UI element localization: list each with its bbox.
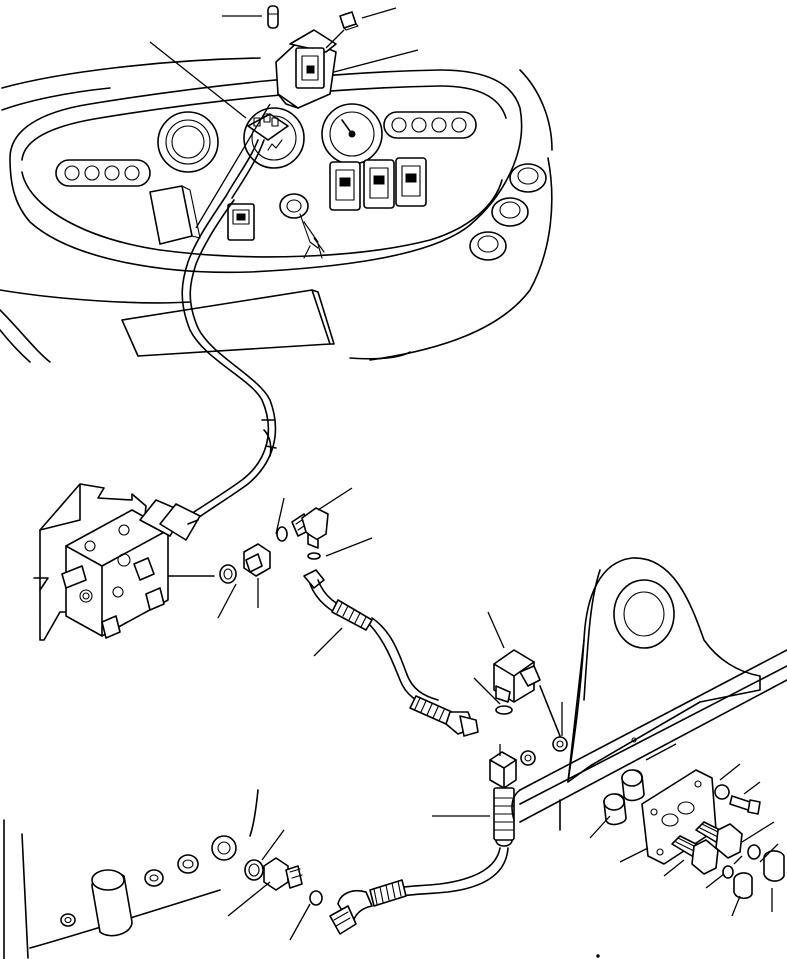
valve-block [34, 484, 214, 640]
adapter-a [244, 544, 270, 576]
plug-1 [61, 914, 75, 926]
bulkhead-connector-upper [696, 822, 784, 881]
bolt [715, 785, 760, 814]
elbow-fitting-a [292, 508, 328, 548]
lower-fittings [245, 858, 322, 905]
indicator-strip-left [56, 160, 150, 186]
instrument-panel [0, 58, 552, 362]
o-ring-h [310, 891, 322, 905]
side-push-buttons [470, 164, 546, 260]
o-ring-e [521, 751, 535, 765]
adapter-b [264, 858, 302, 890]
hose-upper [304, 570, 478, 736]
plug-2 [145, 870, 163, 886]
o-ring-a [220, 565, 236, 583]
gauge-left [158, 112, 218, 172]
o-ring-b [277, 527, 287, 541]
rocker-switch [276, 30, 336, 108]
elbow-fitting-b [494, 650, 540, 702]
lamp-bulb [268, 6, 278, 28]
dash-rocker-switch [228, 204, 254, 240]
vertical-adapter [490, 752, 516, 846]
elbow-guide-line [540, 686, 560, 736]
filler-cap [92, 870, 132, 936]
key-switch [280, 194, 324, 258]
o-ring-g [245, 860, 263, 880]
wire-connector [226, 114, 288, 198]
hour-meter [150, 186, 200, 244]
port-boss [212, 836, 236, 860]
lens-cap [340, 12, 358, 30]
wire-harness [176, 196, 276, 528]
hose-lower [330, 848, 508, 934]
rocker-switch-bank [330, 158, 426, 210]
tank-panel [4, 790, 258, 959]
frame-bracket [512, 558, 787, 830]
indicator-strip-right [384, 112, 476, 138]
o-ring-d [496, 706, 512, 714]
upper-fittings [220, 508, 328, 583]
gauge-right [322, 104, 382, 164]
o-ring-f [553, 737, 567, 751]
switch-assembly [226, 6, 358, 198]
callout-leaders [150, 8, 778, 940]
bulkhead-connector-lower [672, 836, 752, 898]
o-ring-c [308, 553, 320, 559]
speck [597, 955, 599, 957]
plug-3 [178, 855, 198, 873]
